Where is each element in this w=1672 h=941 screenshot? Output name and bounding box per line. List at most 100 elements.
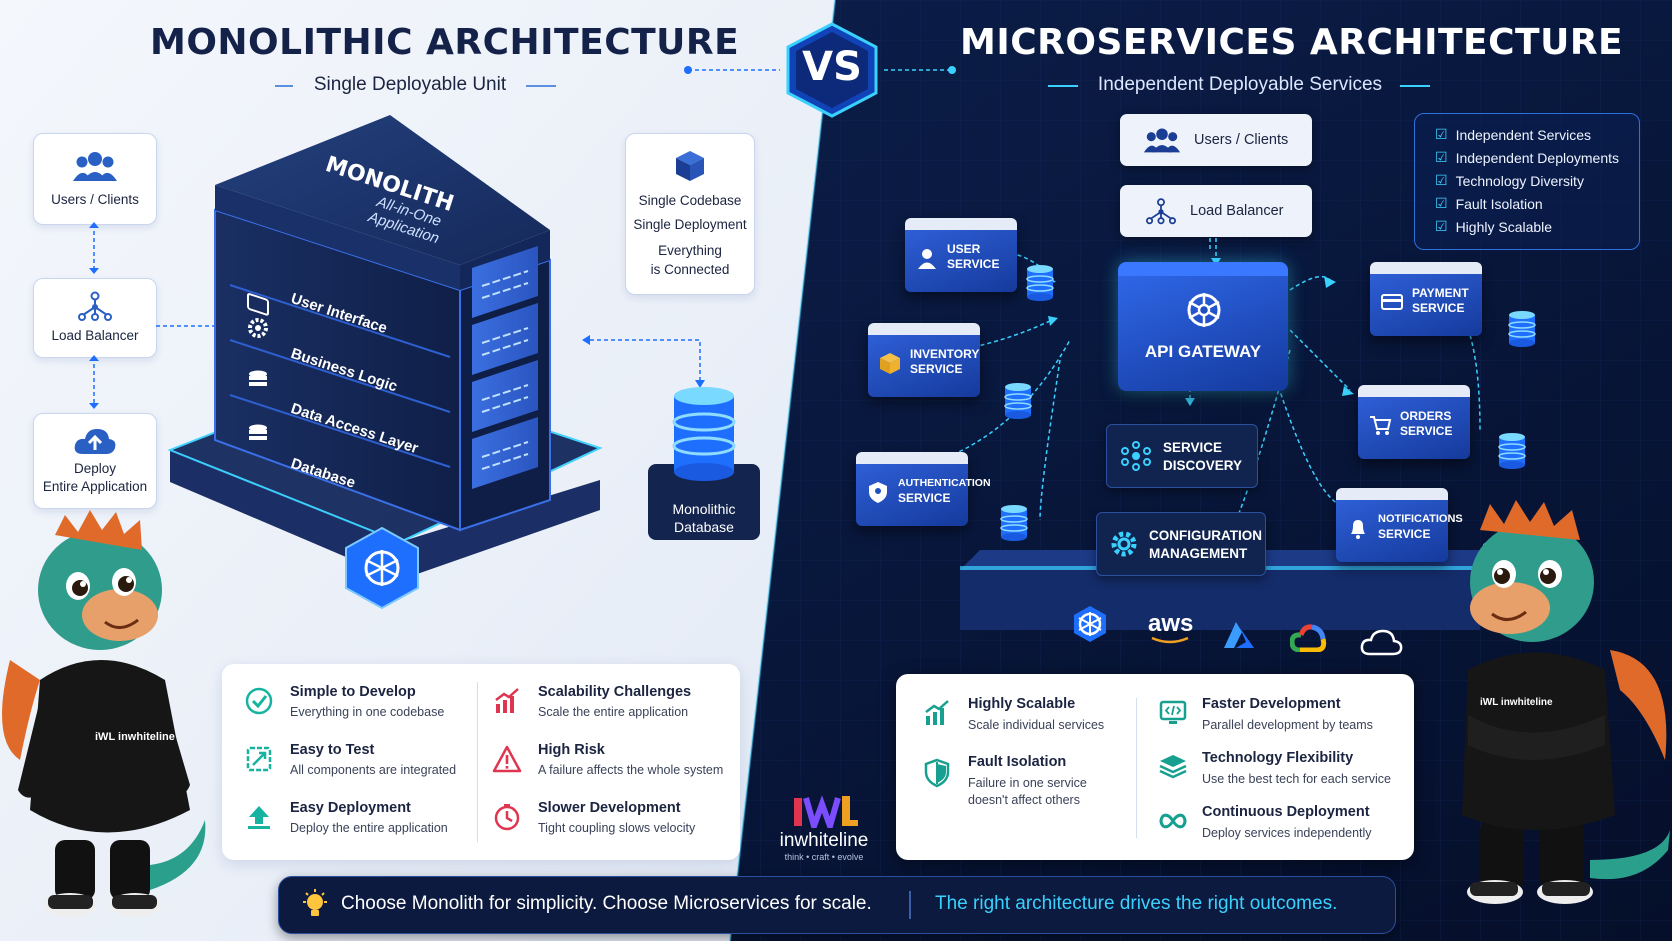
cm-line: CONFIGURATION	[1149, 528, 1262, 543]
check-icon: ☑	[1435, 172, 1448, 188]
con-desc: A failure affects the whole system	[538, 763, 724, 777]
check-icon: ☑	[1435, 149, 1448, 165]
network-icon	[1121, 441, 1151, 471]
box-icon	[880, 353, 900, 374]
azure-icon	[1224, 622, 1254, 648]
cube-icon	[676, 151, 704, 181]
checklist-label: Highly Scalable	[1455, 218, 1553, 235]
sd-line: DISCOVERY	[1163, 458, 1243, 473]
monolith-block	[167, 115, 603, 610]
benefit-desc: Failure in one service	[968, 776, 1087, 790]
svc-line: PAYMENT	[1412, 286, 1469, 300]
database-icon	[1508, 311, 1536, 347]
svc-line: INVENTORY	[910, 347, 980, 361]
kubernetes-icon	[1074, 606, 1106, 642]
info-line: Everything	[658, 243, 722, 258]
footer-left-text: Choose Monolith for simplicity. Choose M…	[341, 893, 872, 914]
dragon-mascot-left: iWL inwhiteline	[2, 510, 206, 917]
google-cloud-icon	[1290, 624, 1327, 652]
clock-icon	[494, 804, 520, 831]
checklist-label: Independent Deployments	[1455, 149, 1620, 166]
deploy-card: Deploy Entire Application	[33, 413, 157, 509]
checklist-label: Independent Services	[1455, 126, 1591, 143]
svc-line: SERVICE	[1412, 301, 1465, 315]
payment-icon	[1381, 294, 1403, 310]
deploy-arrow-icon	[248, 806, 270, 829]
test-icon	[246, 746, 272, 772]
divider	[477, 682, 478, 842]
cloud-icon	[1360, 629, 1403, 656]
user-icon	[918, 249, 936, 269]
load-balancer-icon	[78, 291, 112, 321]
cm-line: MANAGEMENT	[1149, 546, 1248, 561]
svc-line: USER	[947, 242, 981, 256]
left-title: MONOLITHIC ARCHITECTURE	[150, 22, 740, 63]
checklist-item: ☑ Independent Deployments	[1435, 149, 1619, 166]
lightbulb-icon	[303, 889, 327, 916]
footer-bar: Choose Monolith for simplicity. Choose M…	[278, 876, 1396, 934]
divider	[1136, 698, 1137, 838]
check-icon: ☑	[1435, 218, 1448, 234]
pro-desc: Deploy the entire application	[290, 821, 448, 835]
subtitle-rule	[275, 85, 293, 87]
database-label-line: Database	[674, 519, 734, 535]
ms-load-balancer-label: Load Balancer	[1190, 203, 1284, 219]
pro-title: Easy to Test	[290, 742, 375, 758]
checklist-item: ☑ Independent Services	[1435, 126, 1591, 143]
benefit-title: Continuous Deployment	[1202, 804, 1370, 820]
dragon-mascot-right: iWL inwhiteline	[1462, 500, 1670, 904]
gear-icon	[1111, 531, 1137, 557]
hoodie-brand: iWL inwhiteline	[95, 731, 175, 743]
vs-text: VS	[802, 44, 862, 90]
subtitle-rule	[1048, 85, 1078, 87]
flow-label: Load Balancer	[51, 328, 139, 343]
ms-load-balancer-card: Load Balancer	[1120, 185, 1312, 237]
kubernetes-icon	[1187, 293, 1221, 327]
infinity-icon	[1159, 813, 1187, 829]
api-gateway: API GATEWAY	[1118, 262, 1288, 391]
svc-line: SERVICE	[910, 362, 963, 376]
check-icon: ☑	[1435, 195, 1448, 211]
aws-smile-icon	[1151, 636, 1189, 644]
layers-icon	[1159, 755, 1187, 779]
svc-line: SERVICE	[1400, 424, 1453, 438]
users-icon	[1143, 128, 1181, 153]
hoodie-brand: iWL inwhiteline	[1480, 697, 1553, 708]
database-icon	[1000, 505, 1028, 541]
pro-title: Simple to Develop	[290, 684, 416, 700]
check-circle-icon	[245, 687, 273, 715]
benefit-title: Faster Development	[1202, 696, 1341, 712]
brand-logo	[794, 795, 858, 828]
flow-label: Entire Application	[42, 479, 148, 494]
service-discovery-label: SERVICE DISCOVERY	[1163, 439, 1242, 475]
cloud-upload-icon	[74, 429, 116, 454]
monitor-icon	[247, 293, 269, 316]
checklist-label: Fault Isolation	[1455, 195, 1543, 212]
checklist-item: ☑ Fault Isolation	[1435, 195, 1543, 212]
warning-icon	[492, 745, 522, 773]
right-title: MICROSERVICES ARCHITECTURE	[960, 22, 1624, 63]
benefit-desc: doesn't affect others	[968, 793, 1080, 807]
con-title: Scalability Challenges	[538, 684, 692, 700]
chart-up-icon	[495, 688, 519, 713]
benefit-desc: Parallel development by teams	[1202, 718, 1373, 732]
database-icon	[249, 370, 267, 378]
database-icon	[249, 424, 267, 432]
benefit-title: Technology Flexibility	[1202, 750, 1354, 766]
pro-desc: Everything in one codebase	[290, 705, 445, 719]
svc-line: AUTHENTICATION	[898, 477, 991, 489]
aws-logo: aws	[1148, 610, 1194, 637]
con-desc: Scale the entire application	[538, 705, 689, 719]
subtitle-rule	[1400, 85, 1430, 87]
svc-line: NOTIFICATIONS	[1378, 513, 1463, 525]
monolithic-database	[648, 387, 760, 540]
database-label: Monolithic Database	[648, 500, 760, 536]
brand-name: inwhiteline	[779, 830, 869, 851]
con-desc: Tight coupling slows velocity	[538, 821, 696, 835]
check-icon: ☑	[1435, 126, 1448, 142]
api-gateway-label: API GATEWAY	[1144, 342, 1262, 361]
